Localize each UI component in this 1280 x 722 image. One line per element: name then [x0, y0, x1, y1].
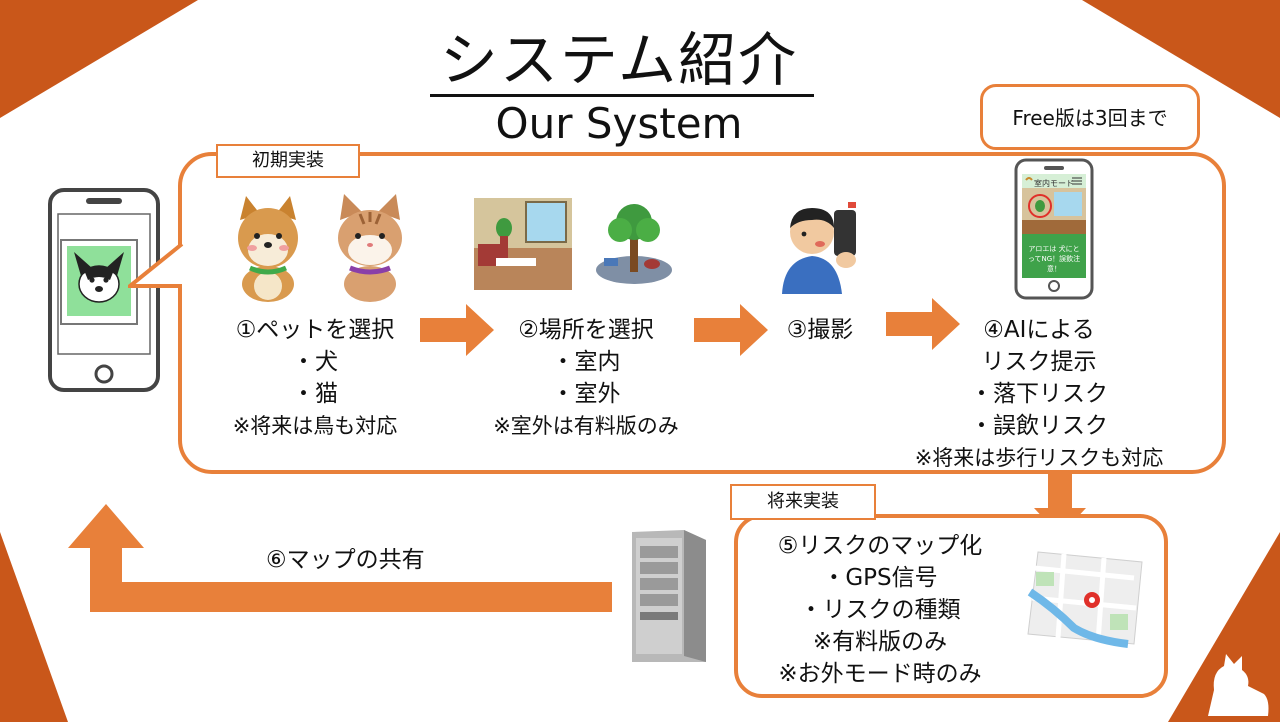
user-phone-icon	[48, 188, 160, 392]
step-5-note-paid: ※有料版のみ	[812, 629, 948, 655]
indoor-room-icon	[474, 198, 572, 290]
title-underline	[430, 94, 814, 97]
app-screen-header: 室内モード	[1034, 179, 1074, 188]
dog-silhouette-icon	[1208, 654, 1269, 716]
server-icon	[632, 530, 706, 662]
step-5-item-risk-type: ・リスクの種類	[799, 597, 961, 623]
app-result-phone-icon	[1014, 158, 1094, 300]
step-1-item-cat: ・猫	[292, 381, 338, 407]
initial-implementation-tag: 初期実装	[216, 144, 360, 178]
shiba-dog-icon	[238, 196, 298, 302]
step-5-note-outdoor-mode: ※お外モード時のみ	[778, 661, 982, 687]
free-version-badge: Free版は3回まで	[980, 84, 1200, 150]
cat-icon	[338, 194, 402, 302]
corner-decoration-bottom-right	[1168, 532, 1280, 722]
step-4-item-fall-risk: ・落下リスク	[970, 381, 1108, 407]
corner-decoration-top-left	[0, 0, 198, 118]
app-screen-message: アロエは 犬にとってNG！誤飲注意！	[1027, 245, 1081, 273]
step-4-label-line-2: リスク提示	[981, 349, 1097, 375]
page-subtitle: Our System	[495, 99, 743, 148]
step-5-label: ⑤リスクのマップ化	[777, 533, 983, 559]
person-taking-photo-icon	[782, 202, 856, 294]
step-4-note: ※将来は歩行リスクも対応	[914, 446, 1164, 470]
step-2-label: ②場所を選択	[518, 317, 654, 343]
speech-tail	[128, 242, 188, 288]
step-5-item-gps: ・GPS信号	[822, 565, 938, 591]
corner-decoration-top-right	[1082, 0, 1280, 118]
step-2-select-location: ②場所を選択 ・室内 ・室外 ※室外は有料版のみ	[462, 314, 710, 442]
step-4-ai-risk: ④AIによる リスク提示 ・落下リスク ・誤飲リスク ※将来は歩行リスクも対応	[894, 314, 1184, 474]
arrow-step2-to-step3	[694, 304, 768, 356]
step-1-select-pet: ①ペットを選択 ・犬 ・猫 ※将来は鳥も対応	[204, 314, 426, 442]
step-1-label: ①ペットを選択	[235, 317, 395, 343]
step-1-note: ※将来は鳥も対応	[232, 414, 398, 438]
step-5-risk-map: ⑤リスクのマップ化 ・GPS信号 ・リスクの種類 ※有料版のみ ※お外モード時の…	[744, 530, 1016, 690]
share-arrow	[68, 504, 612, 612]
step-3-take-photo: ③撮影	[764, 314, 876, 346]
future-implementation-tag: 将来実装	[730, 484, 876, 520]
step-2-note: ※室外は有料版のみ	[493, 414, 679, 438]
outdoor-garden-icon	[596, 204, 672, 284]
step-6-label: ⑥マップの共有	[266, 547, 425, 573]
step-3-label: ③撮影	[786, 317, 854, 343]
page-title: システム紹介	[439, 26, 799, 94]
step-2-item-indoor: ・室内	[551, 349, 621, 375]
arrow-step1-to-step2	[420, 304, 494, 356]
step-4-item-ingestion-risk: ・誤飲リスク	[970, 413, 1108, 439]
map-icon	[1027, 551, 1143, 648]
step-1-item-dog: ・犬	[292, 349, 338, 375]
step-2-item-outdoor: ・室外	[551, 381, 621, 407]
step-4-label: ④AIによる	[983, 317, 1095, 343]
corner-decoration-bottom-left	[0, 532, 68, 722]
arrow-step3-to-step4	[886, 298, 960, 350]
